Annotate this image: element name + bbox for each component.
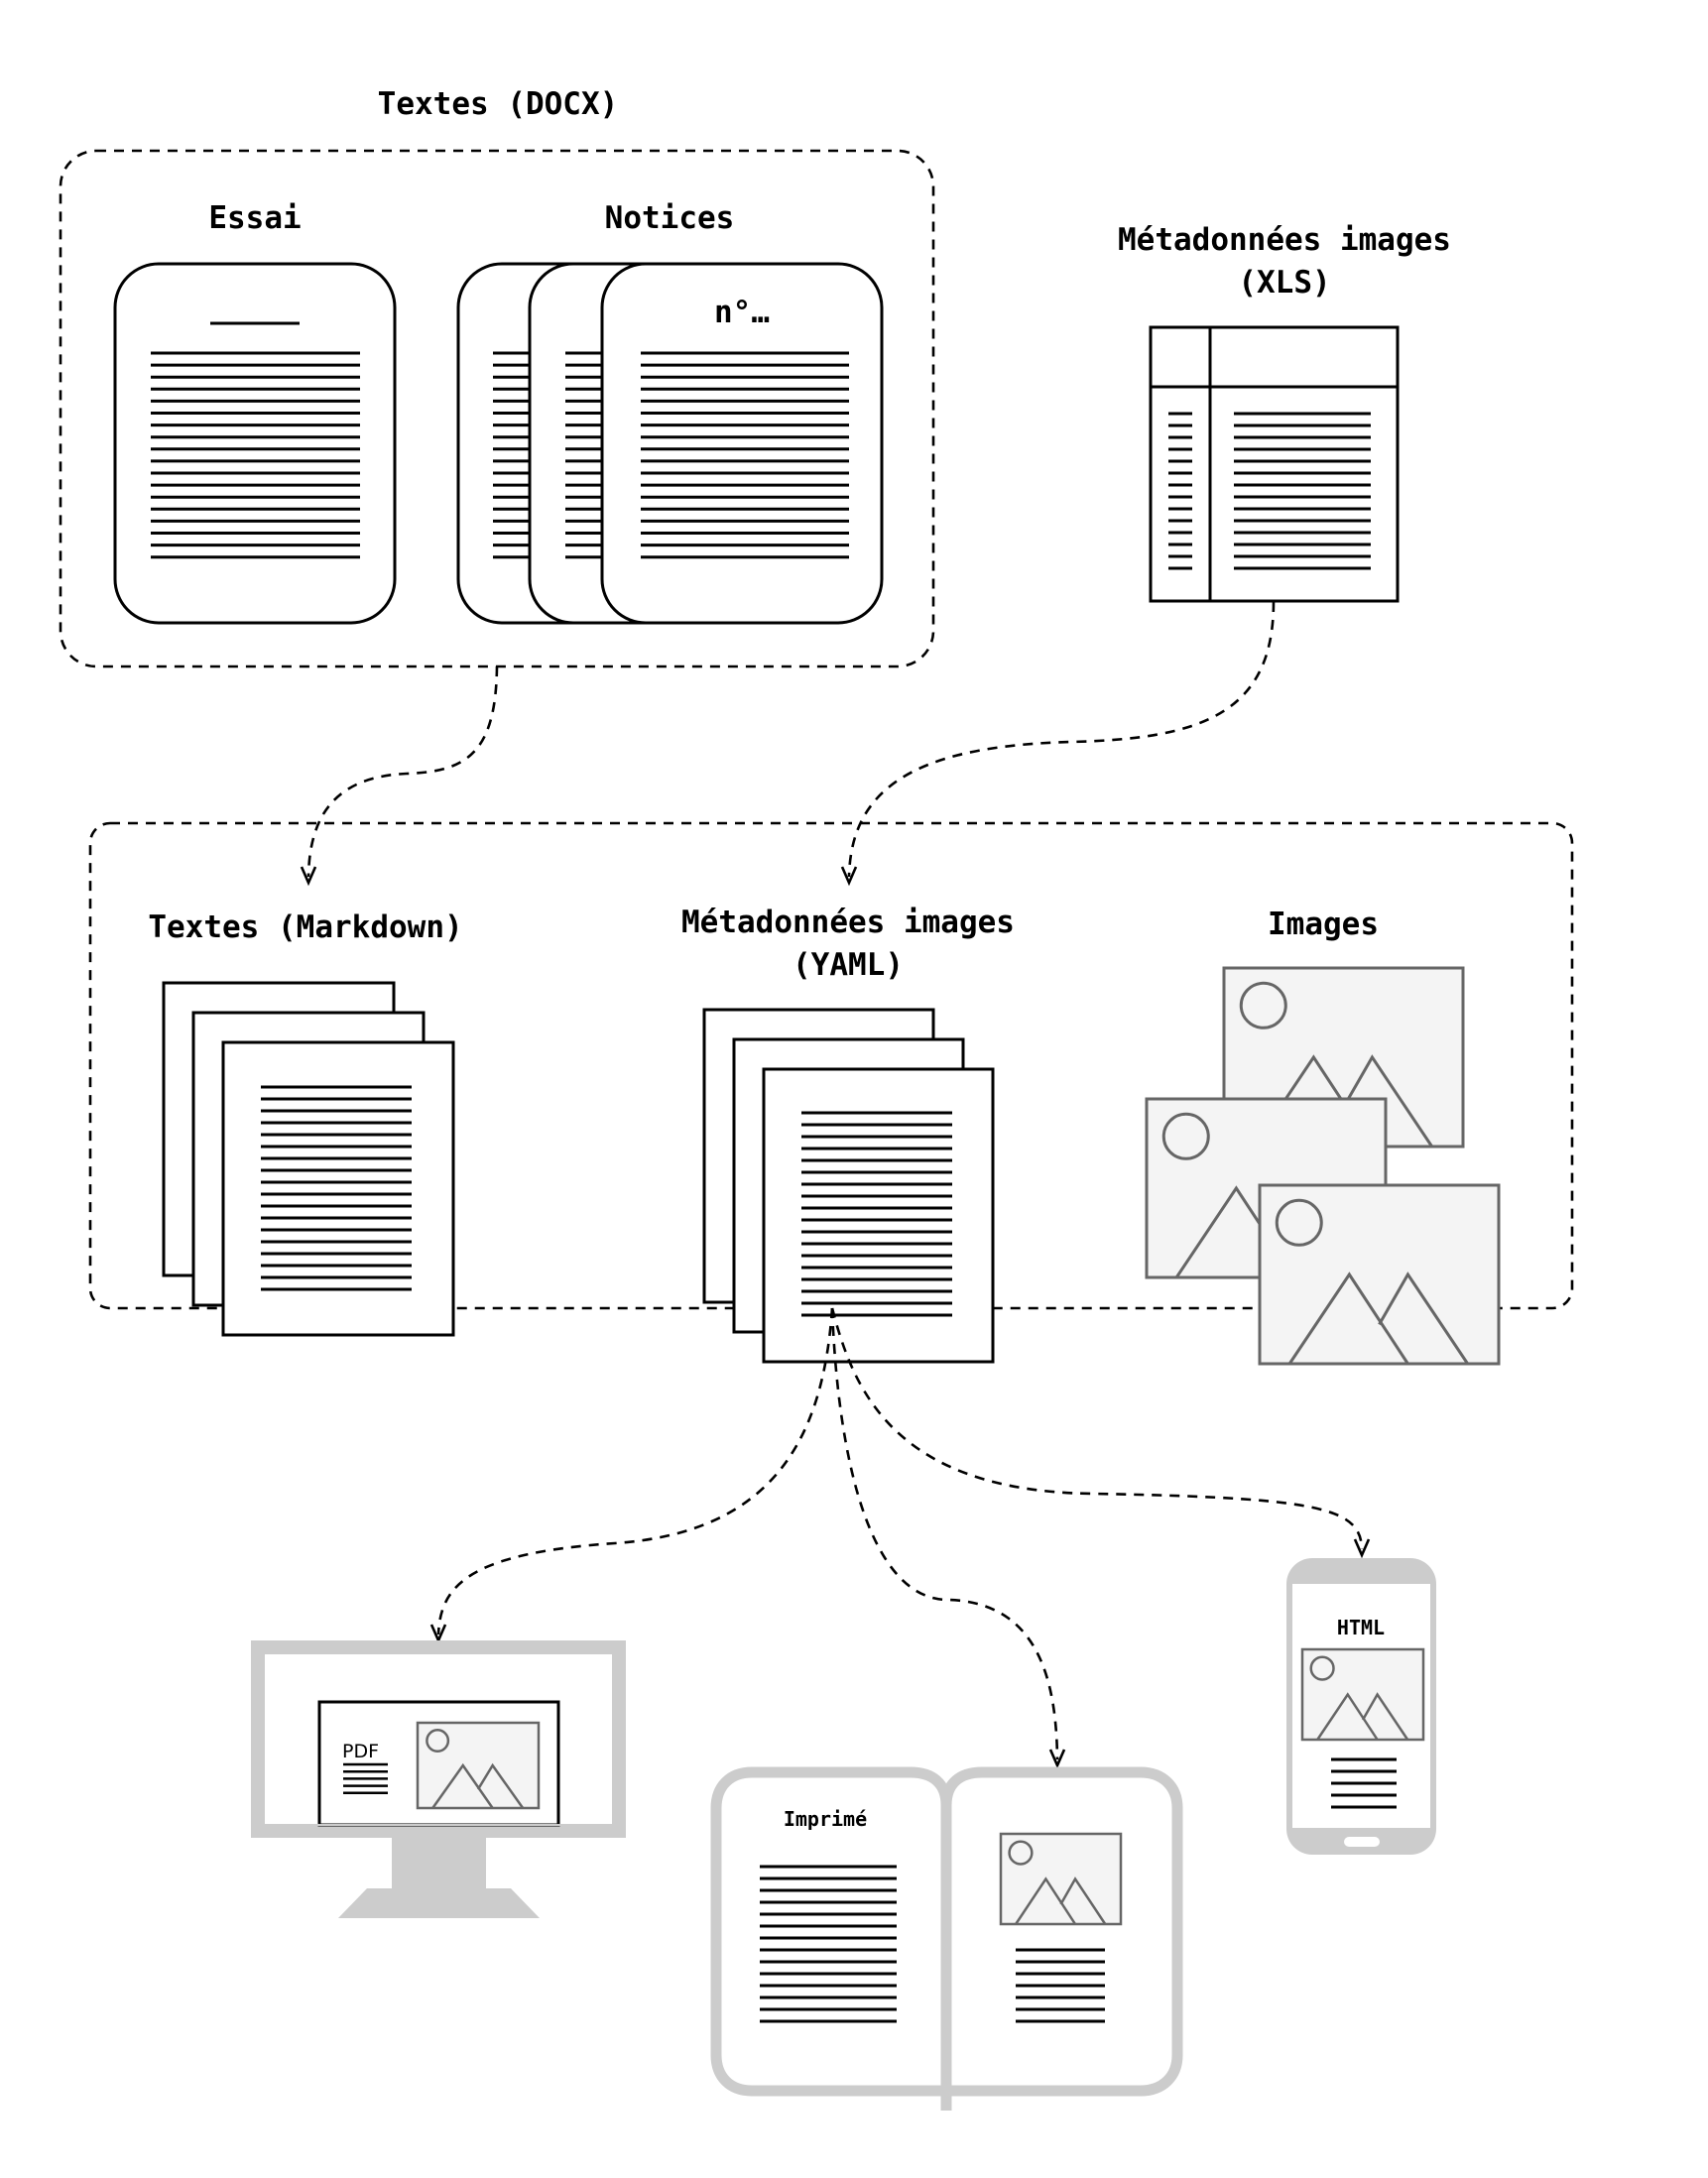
print-left-page-lines — [760, 1865, 897, 2023]
yaml-files: Métadonnées images (YAML) — [681, 905, 1015, 1364]
mountain-icon — [431, 1762, 494, 1809]
markdown-text-lines — [261, 1085, 412, 1291]
sun-icon — [1309, 1655, 1335, 1681]
yaml-text-lines — [801, 1111, 952, 1317]
notice-back-lines — [493, 351, 530, 559]
mountain-icon — [1361, 1692, 1409, 1741]
dashed-connector — [830, 1307, 1059, 1760]
intermediate-group-frame — [88, 821, 1574, 1310]
home-button — [1344, 1837, 1380, 1847]
sun-icon — [426, 1729, 450, 1754]
mountain-icon — [1342, 1054, 1433, 1148]
dashed-connector — [306, 666, 499, 878]
sun-icon — [1275, 1198, 1323, 1247]
file-stack-icon — [221, 1040, 455, 1337]
image-frame — [999, 1832, 1123, 1926]
essai-text-lines — [151, 351, 360, 559]
mountain-icon — [1059, 1876, 1107, 1925]
intermediate-group: Textes (Markdown) Métadonnées images (YA… — [88, 821, 1574, 1366]
mountain-icon — [1316, 1692, 1379, 1741]
html-label: HTML — [1337, 1616, 1385, 1639]
print-right-page-lines — [1016, 1948, 1105, 2023]
image-frame — [416, 1721, 541, 1810]
spreadsheet-icon — [1149, 325, 1400, 603]
xls-title-line2: (XLS) — [1238, 265, 1330, 301]
notices-label: Notices — [605, 200, 735, 236]
xls-source: Métadonnées images (XLS) — [1118, 222, 1451, 603]
markdown-files: Textes (Markdown) — [148, 909, 463, 1337]
sun-icon — [1239, 981, 1287, 1029]
docx-group: Textes (DOCX) Essai Notices n°… — [59, 86, 935, 668]
pdf-text-lines — [343, 1762, 388, 1795]
image-icon — [416, 1721, 541, 1810]
image-icon — [1300, 1647, 1425, 1742]
mountain-icon — [1378, 1271, 1469, 1365]
pdf-label: PDF — [342, 1741, 379, 1762]
book-icon — [710, 1766, 1183, 2111]
xls-title-line1: Métadonnées images — [1118, 222, 1451, 258]
image-frame — [1300, 1647, 1425, 1742]
document-icon — [113, 262, 397, 625]
mountain-icon — [1015, 1876, 1077, 1925]
yaml-title-line1: Métadonnées images — [681, 905, 1015, 940]
image-stack — [1145, 966, 1501, 1366]
connector-xls-to-yaml — [840, 601, 1276, 887]
notices-documents: Notices n°… — [456, 200, 884, 625]
connector-docx-to-markdown — [300, 666, 499, 887]
notice-number-label: n°… — [714, 295, 770, 330]
arrowhead-icon — [300, 866, 317, 887]
connector-to-html — [830, 1307, 1371, 1559]
image-frame — [1258, 1183, 1501, 1366]
essai-label: Essai — [208, 200, 301, 236]
images-label: Images — [1268, 907, 1379, 942]
arrowhead-icon — [840, 866, 858, 887]
sun-icon — [1008, 1840, 1034, 1866]
markdown-label: Textes (Markdown) — [148, 909, 462, 945]
notice-middle-lines — [565, 351, 602, 559]
mountain-icon — [1287, 1271, 1409, 1365]
print-output: Imprimé — [710, 1766, 1183, 2111]
yaml-title-line2: (YAML) — [793, 947, 904, 983]
notice-front-lines — [641, 351, 849, 559]
image-icon — [999, 1832, 1123, 1926]
connector-to-print — [830, 1307, 1066, 1769]
arrowhead-icon — [1048, 1749, 1066, 1769]
file-stack-icon — [762, 1067, 995, 1364]
essai-document: Essai — [113, 200, 397, 625]
dashed-connector — [847, 601, 1276, 878]
html-output: HTML — [1286, 1558, 1436, 1855]
arrowhead-icon — [1353, 1538, 1371, 1559]
pdf-output: PDF — [251, 1640, 626, 1918]
mountain-icon — [476, 1762, 525, 1809]
monitor-bezel-edge — [266, 1824, 611, 1826]
sun-icon — [1161, 1112, 1210, 1160]
dashed-connector — [830, 1307, 1364, 1550]
spreadsheet-rows — [1168, 412, 1371, 570]
html-text-lines — [1331, 1757, 1397, 1809]
docx-group-title: Textes (DOCX) — [378, 86, 619, 122]
print-label: Imprimé — [784, 1807, 867, 1831]
image-files: Images — [1145, 907, 1501, 1366]
